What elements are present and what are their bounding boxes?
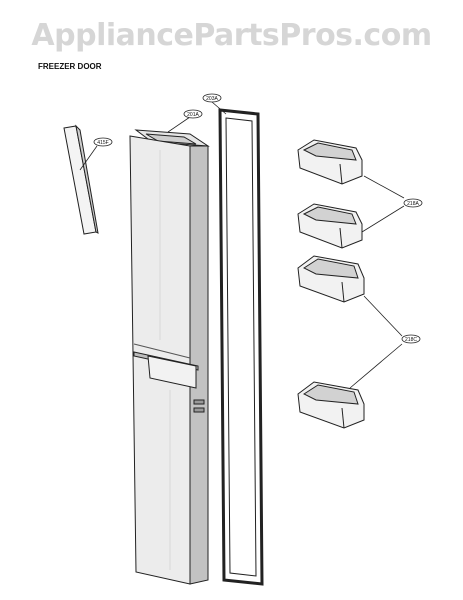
callout-218c: 218C (401, 334, 421, 344)
svg-text:218A: 218A (407, 201, 419, 207)
door-bin-part (297, 139, 365, 429)
callout-218a: 218A (403, 198, 423, 208)
leader-lines (79, 101, 405, 389)
site-watermark: AppliancePartsPros.com (31, 18, 432, 53)
svg-text:203A: 203A (206, 96, 218, 102)
svg-text:218C: 218C (405, 337, 417, 343)
callout-203a: 203A (202, 93, 222, 103)
trim-strip-part (63, 124, 99, 235)
svg-text:201A: 201A (187, 112, 199, 118)
diagram-title: FREEZER DOOR (38, 62, 102, 71)
callout-415f: 415F (93, 137, 113, 147)
callout-201a: 201A (183, 109, 203, 119)
svg-text:415F: 415F (97, 140, 108, 146)
door-gasket-part (218, 108, 264, 586)
door-panel-part (129, 129, 210, 585)
